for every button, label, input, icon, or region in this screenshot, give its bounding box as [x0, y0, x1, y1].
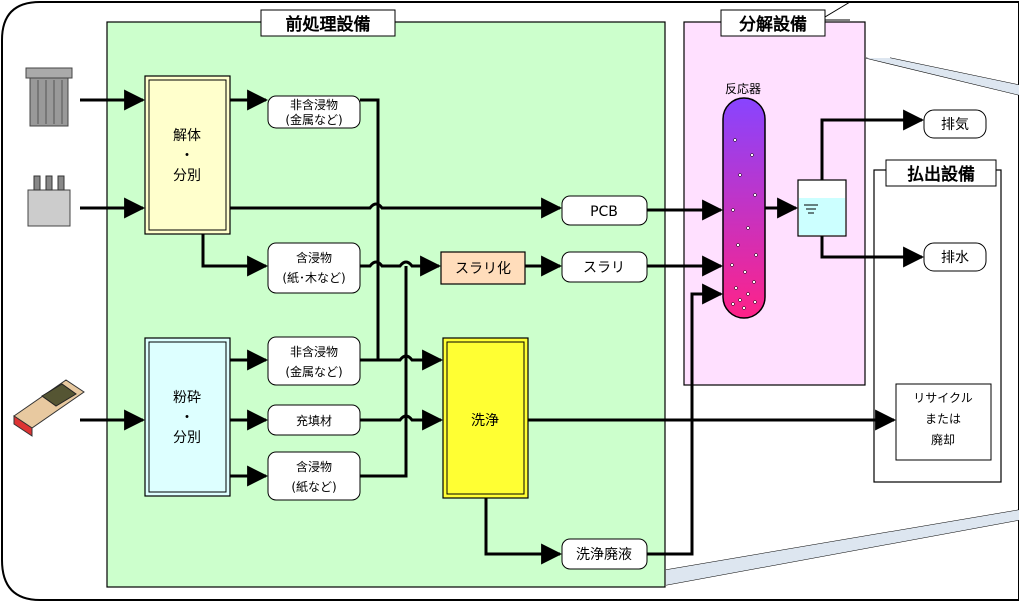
- svg-text:・: ・: [180, 410, 194, 426]
- pretreatment-title: 前処理設備: [286, 14, 371, 35]
- slurry-pill: スラリ: [561, 251, 648, 283]
- svg-text:粉砕: 粉砕: [173, 390, 201, 406]
- recycle-or-dispose-box: リサイクル または 廃却: [895, 383, 992, 461]
- filler-pill: 充填材: [267, 404, 361, 436]
- svg-text:解体: 解体: [173, 128, 201, 144]
- nonimpregnated-metal-pill-1: 非含浸物 (金属など): [267, 95, 361, 129]
- svg-text:(金属など): (金属など): [285, 112, 342, 127]
- svg-text:非含浸物: 非含浸物: [290, 344, 338, 359]
- capacitor-icon: [27, 175, 71, 227]
- reactor-label: 反応器: [725, 82, 761, 96]
- svg-text:充填材: 充填材: [296, 413, 332, 428]
- pretreatment-title-box: [260, 9, 396, 37]
- pcb-pill: PCB: [561, 195, 648, 226]
- svg-text:または: または: [925, 412, 961, 426]
- svg-text:洗浄: 洗浄: [471, 413, 499, 429]
- svg-text:廃却: 廃却: [931, 432, 955, 447]
- ballast-icon: [13, 379, 85, 437]
- svg-text:含浸物: 含浸物: [296, 250, 332, 265]
- decomposition-title: 分解設備: [739, 14, 807, 35]
- svg-text:(金属など): (金属など): [285, 364, 342, 379]
- dismantle-sort-box: 解体 ・ 分別: [144, 75, 231, 235]
- reactor-bubbles: [730, 138, 758, 310]
- discharge-title: 払出設備: [907, 164, 975, 185]
- exhaust-pill: 排気: [923, 109, 987, 139]
- wash-waste-pill: 洗浄廃液: [561, 538, 648, 570]
- wash-box: 洗浄: [442, 337, 529, 499]
- impregnated-paper-wood-pill: 含浸物 (紙･木など): [267, 242, 361, 294]
- decomposition-title-box: [720, 9, 826, 37]
- svg-text:排気: 排気: [941, 117, 969, 133]
- nonimpregnated-metal-pill-2: 非含浸物 (金属など): [267, 336, 361, 386]
- slurry-make-box: スラリ化: [440, 251, 526, 285]
- svg-text:含浸物: 含浸物: [296, 459, 332, 474]
- callout-pointer-bottom: [666, 510, 1019, 585]
- svg-text:(紙･木など): (紙･木など): [282, 270, 345, 285]
- transformer-drum-icon: [25, 67, 73, 127]
- svg-text:PCB: PCB: [590, 204, 618, 220]
- svg-text:スラリ化: スラリ化: [455, 261, 511, 277]
- svg-text:(紙など): (紙など): [291, 479, 336, 494]
- impregnated-paper-pill: 含浸物 (紙など): [267, 451, 361, 501]
- discharge-title-box: [885, 159, 997, 187]
- drain-pill: 排水: [923, 242, 987, 272]
- separator-tank: [797, 179, 847, 237]
- svg-text:非含浸物: 非含浸物: [290, 97, 338, 112]
- svg-text:洗浄廃液: 洗浄廃液: [576, 546, 632, 563]
- crush-sort-box: 粉砕 ・ 分別: [144, 337, 231, 497]
- svg-text:排水: 排水: [941, 250, 969, 266]
- svg-text:リサイクル: リサイクル: [913, 391, 972, 405]
- svg-text:分別: 分別: [173, 430, 201, 446]
- callout-pointer-top: [866, 58, 1019, 95]
- reactor-vessel: [722, 97, 766, 319]
- svg-text:・: ・: [180, 148, 194, 164]
- flow-lines: [80, 89, 925, 565]
- svg-text:スラリ: スラリ: [583, 260, 625, 276]
- svg-text:分別: 分別: [173, 168, 201, 184]
